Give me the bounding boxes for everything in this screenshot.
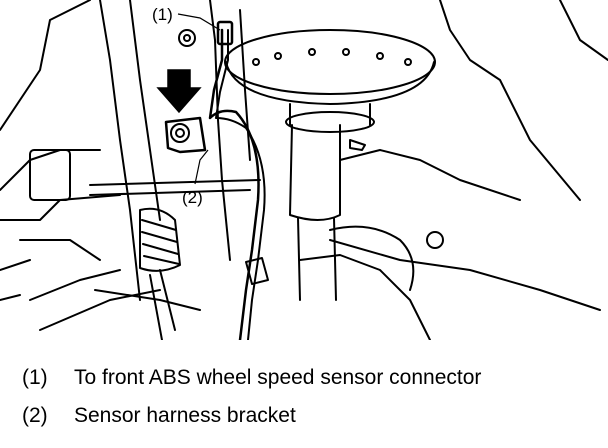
inner-fender-edge [99, 0, 141, 301]
mount-bolt-hole-inner [183, 34, 191, 42]
drive-shaft [149, 269, 176, 340]
legend-item: (1) To front ABS wheel speed sensor conn… [22, 366, 602, 404]
harness-clip [245, 257, 269, 285]
strut-tower-2 [239, 9, 251, 161]
mount-bolt-hole [178, 29, 196, 47]
legend-item: (2) Sensor harness bracket [22, 404, 602, 442]
callout-2-leader [194, 149, 209, 185]
bracket-bolt [170, 123, 190, 143]
coil-boot [139, 207, 181, 272]
lower-arm [299, 254, 431, 340]
abs-harness-wire [208, 28, 260, 340]
crossbar [89, 179, 261, 196]
strut-cap [285, 111, 375, 133]
sensor-harness-bracket [164, 116, 207, 154]
legend-number: (1) [22, 366, 48, 389]
frame-bracket [29, 149, 71, 201]
right-panel [439, 0, 581, 201]
strut-body [289, 124, 341, 221]
knuckle [329, 225, 415, 291]
strut-lower [297, 217, 337, 301]
right-link [329, 239, 601, 311]
bracket-bolt-inner [175, 128, 185, 138]
abs-harness-wire-2 [215, 29, 266, 340]
lower-bolt [426, 231, 444, 249]
legend: (1) To front ABS wheel speed sensor conn… [22, 366, 602, 442]
lower-rod [94, 289, 201, 311]
legend-description: To front ABS wheel speed sensor connecto… [74, 366, 482, 389]
spring-seat-rim [225, 61, 435, 105]
legend-description: Sensor harness bracket [74, 404, 296, 427]
legend-number: (2) [22, 404, 48, 427]
abs-sensor-connector [216, 20, 234, 46]
direction-arrow [156, 69, 202, 114]
right-arm [339, 149, 521, 201]
body-panel-outline [0, 0, 101, 191]
strut-upper [289, 103, 371, 126]
suspension-line-drawing: (1) (2) [0, 0, 608, 340]
frame-member-2 [0, 259, 31, 301]
spring-seat-top [224, 29, 436, 95]
callout-1-label: (1) [152, 5, 173, 24]
callout-2-label: (2) [182, 188, 203, 207]
inner-fender-edge-2 [129, 0, 161, 221]
small-pipe [349, 139, 366, 151]
frame-member [29, 269, 161, 331]
right-panel-2 [559, 0, 608, 61]
callout-1-leader [177, 13, 221, 31]
body-panel-lower [0, 194, 121, 261]
